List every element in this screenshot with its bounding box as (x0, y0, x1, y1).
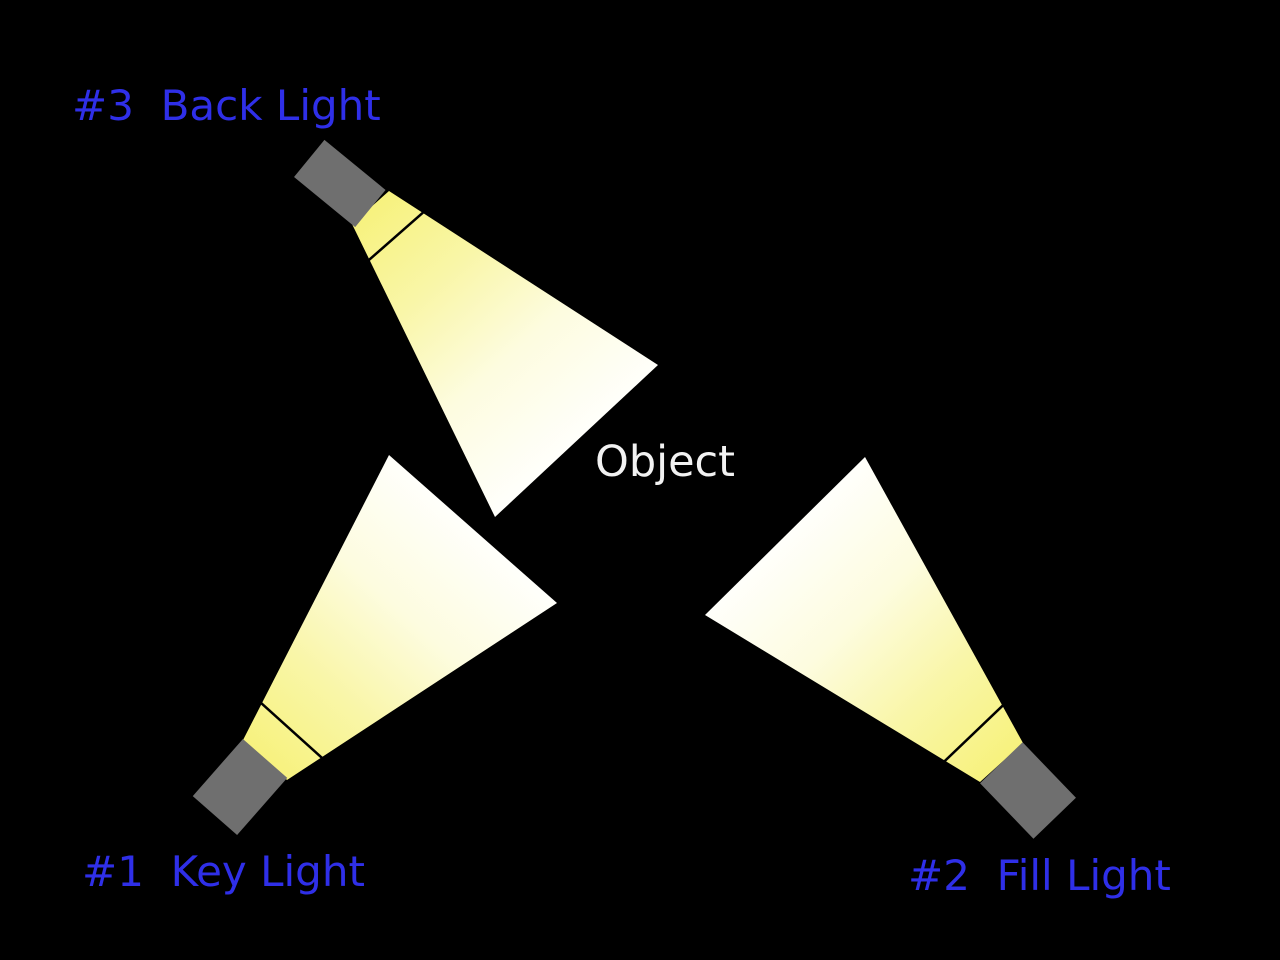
object-label: Object (595, 437, 735, 487)
back-light-beam-divider (366, 209, 426, 263)
fill-light-group: #2 Fill Light (705, 457, 1171, 900)
fill-light-label: #2 Fill Light (908, 851, 1171, 900)
key-light-beam (242, 455, 557, 780)
back-light-group: #3 Back Light (72, 81, 658, 517)
key-light-group: #1 Key Light (82, 455, 557, 896)
back-light-label: #3 Back Light (72, 81, 381, 130)
back-light-beam (352, 191, 658, 517)
key-light-lamp (192, 738, 288, 836)
back-light-lamp (294, 139, 386, 228)
fill-light-beam-divider (941, 702, 1006, 764)
key-light-beam-divider (258, 700, 325, 761)
key-light-label: #1 Key Light (82, 847, 365, 896)
fill-light-lamp (980, 742, 1076, 839)
fill-light-beam (705, 457, 1023, 782)
